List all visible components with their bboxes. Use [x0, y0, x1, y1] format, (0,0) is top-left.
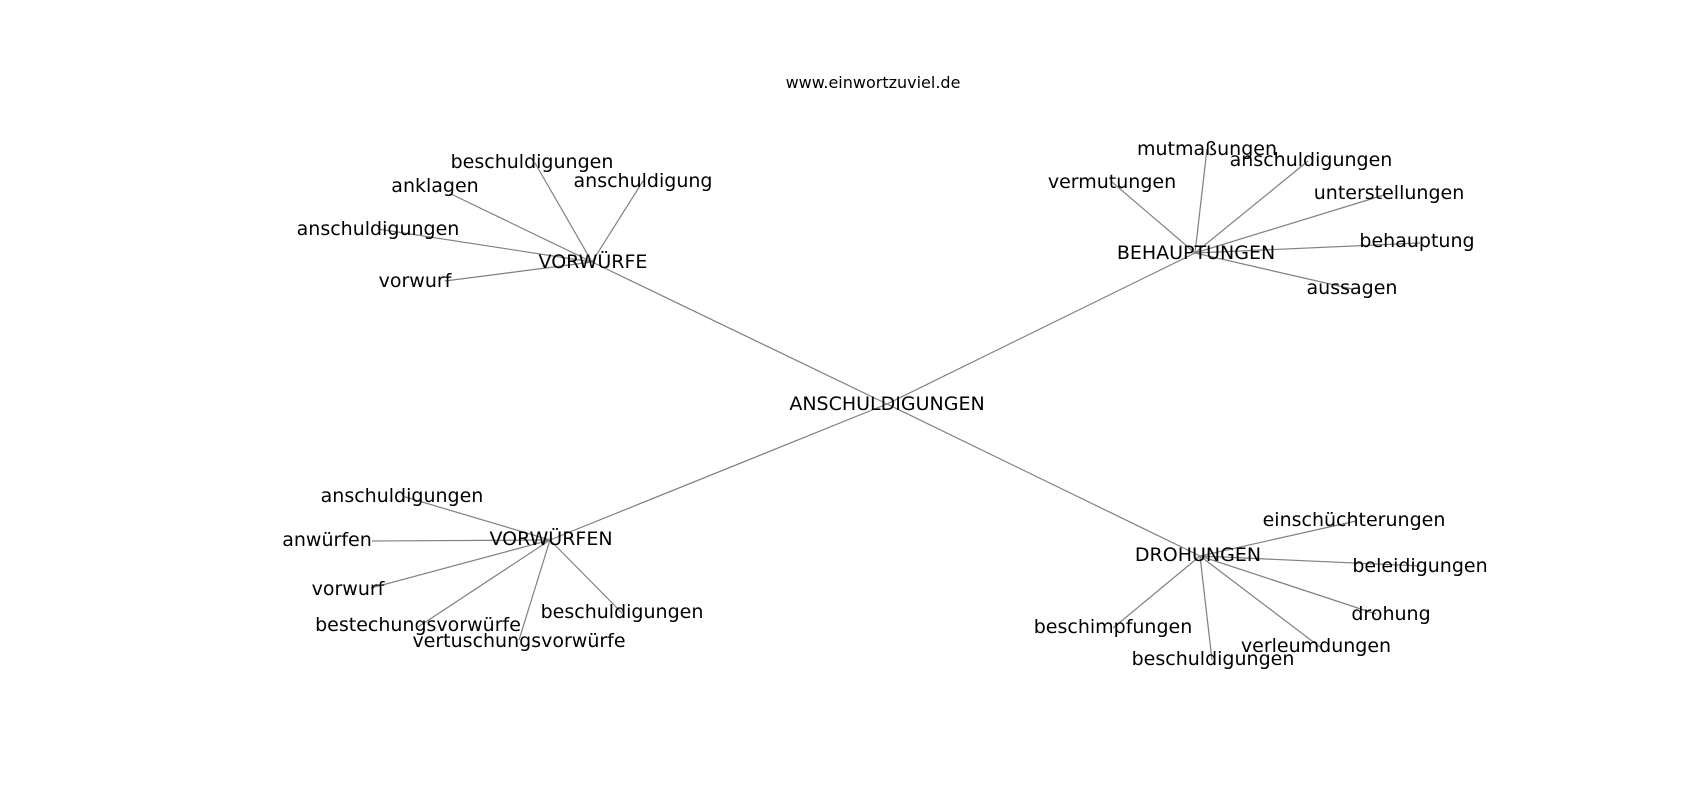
leaf-node-label: unterstellungen — [1314, 182, 1465, 204]
edge-cluster-to-leaf — [1199, 520, 1357, 557]
edge-cluster-to-leaf — [1112, 555, 1201, 629]
leaf-node-label: behauptung — [1359, 230, 1474, 252]
edge-cluster-to-leaf — [1194, 252, 1353, 290]
cluster-node-label: VORWÜRFEN — [489, 527, 612, 550]
leaf-node-label: verleumdungen — [1241, 635, 1391, 657]
edge-cluster-to-leaf — [450, 193, 593, 263]
leaf-node-label: bestechungsvorwürfe — [315, 614, 521, 636]
leaf-node-label: anklagen — [391, 175, 478, 197]
leaf-node-label: aussagen — [1307, 277, 1398, 299]
leaf-node-label: vermutungen — [1048, 171, 1176, 193]
edge-cluster-to-leaf — [1194, 194, 1385, 254]
leaf-node-label: beschuldigungen — [1132, 648, 1295, 670]
leaf-node-label: anschuldigungen — [1230, 149, 1393, 171]
edge-center-to-cluster — [591, 261, 888, 405]
edge-center-to-cluster — [549, 403, 888, 541]
graph-edges — [370, 148, 1421, 661]
leaf-node-label: beschuldigungen — [541, 601, 704, 623]
leaf-node-label: anwürfen — [282, 529, 372, 551]
leaf-node-label: anschuldigungen — [321, 485, 484, 507]
leaf-node-label: anschuldigung — [574, 170, 713, 192]
leaf-node-label: beschuldigungen — [451, 151, 614, 173]
cluster-node-label: VORWÜRFE — [539, 250, 648, 273]
cluster-node-label: DROHUNGEN — [1135, 544, 1261, 566]
site-url: www.einwortzuviel.de — [786, 73, 961, 92]
edge-cluster-to-leaf — [518, 539, 551, 641]
edge-cluster-to-leaf — [1194, 148, 1208, 254]
edge-cluster-to-leaf — [1199, 555, 1213, 661]
edge-cluster-to-leaf — [401, 495, 551, 541]
edge-cluster-to-leaf — [534, 162, 593, 263]
edge-cluster-to-leaf — [549, 539, 623, 614]
edge-center-to-cluster — [886, 403, 1201, 557]
edge-cluster-to-leaf — [1199, 555, 1321, 648]
leaf-node-label: vorwurf — [379, 270, 453, 292]
leaf-node-label: beleidigungen — [1352, 555, 1487, 577]
leaf-node-label: beschimpfungen — [1034, 616, 1193, 638]
edge-cluster-to-leaf — [1194, 242, 1421, 254]
edge-cluster-to-leaf — [591, 180, 644, 263]
leaf-node-label: mutmaßungen — [1137, 138, 1277, 160]
leaf-node-label: drohung — [1351, 603, 1430, 625]
edge-cluster-to-leaf — [371, 539, 551, 542]
graph-labels: ANSCHULDIGUNGENVORWÜRFEbeschuldigungenan… — [282, 138, 1487, 670]
edge-cluster-to-leaf — [377, 228, 593, 263]
edge-cluster-to-leaf — [417, 539, 551, 628]
edge-cluster-to-leaf — [444, 261, 593, 282]
edge-cluster-to-leaf — [1199, 555, 1421, 567]
cluster-node-label: BEHAUPTUNGEN — [1117, 242, 1275, 264]
leaf-node-label: vertuschungsvorwürfe — [412, 630, 625, 652]
edge-cluster-to-leaf — [1111, 181, 1196, 254]
edge-cluster-to-leaf — [1199, 555, 1377, 615]
edge-cluster-to-leaf — [370, 539, 551, 589]
leaf-node-label: vorwurf — [312, 578, 386, 600]
leaf-node-label: einschüchterungen — [1263, 509, 1446, 531]
edge-center-to-cluster — [886, 252, 1196, 405]
edge-cluster-to-leaf — [1194, 160, 1309, 254]
leaf-node-label: anschuldigungen — [297, 218, 460, 240]
center-node-label: ANSCHULDIGUNGEN — [789, 393, 984, 415]
